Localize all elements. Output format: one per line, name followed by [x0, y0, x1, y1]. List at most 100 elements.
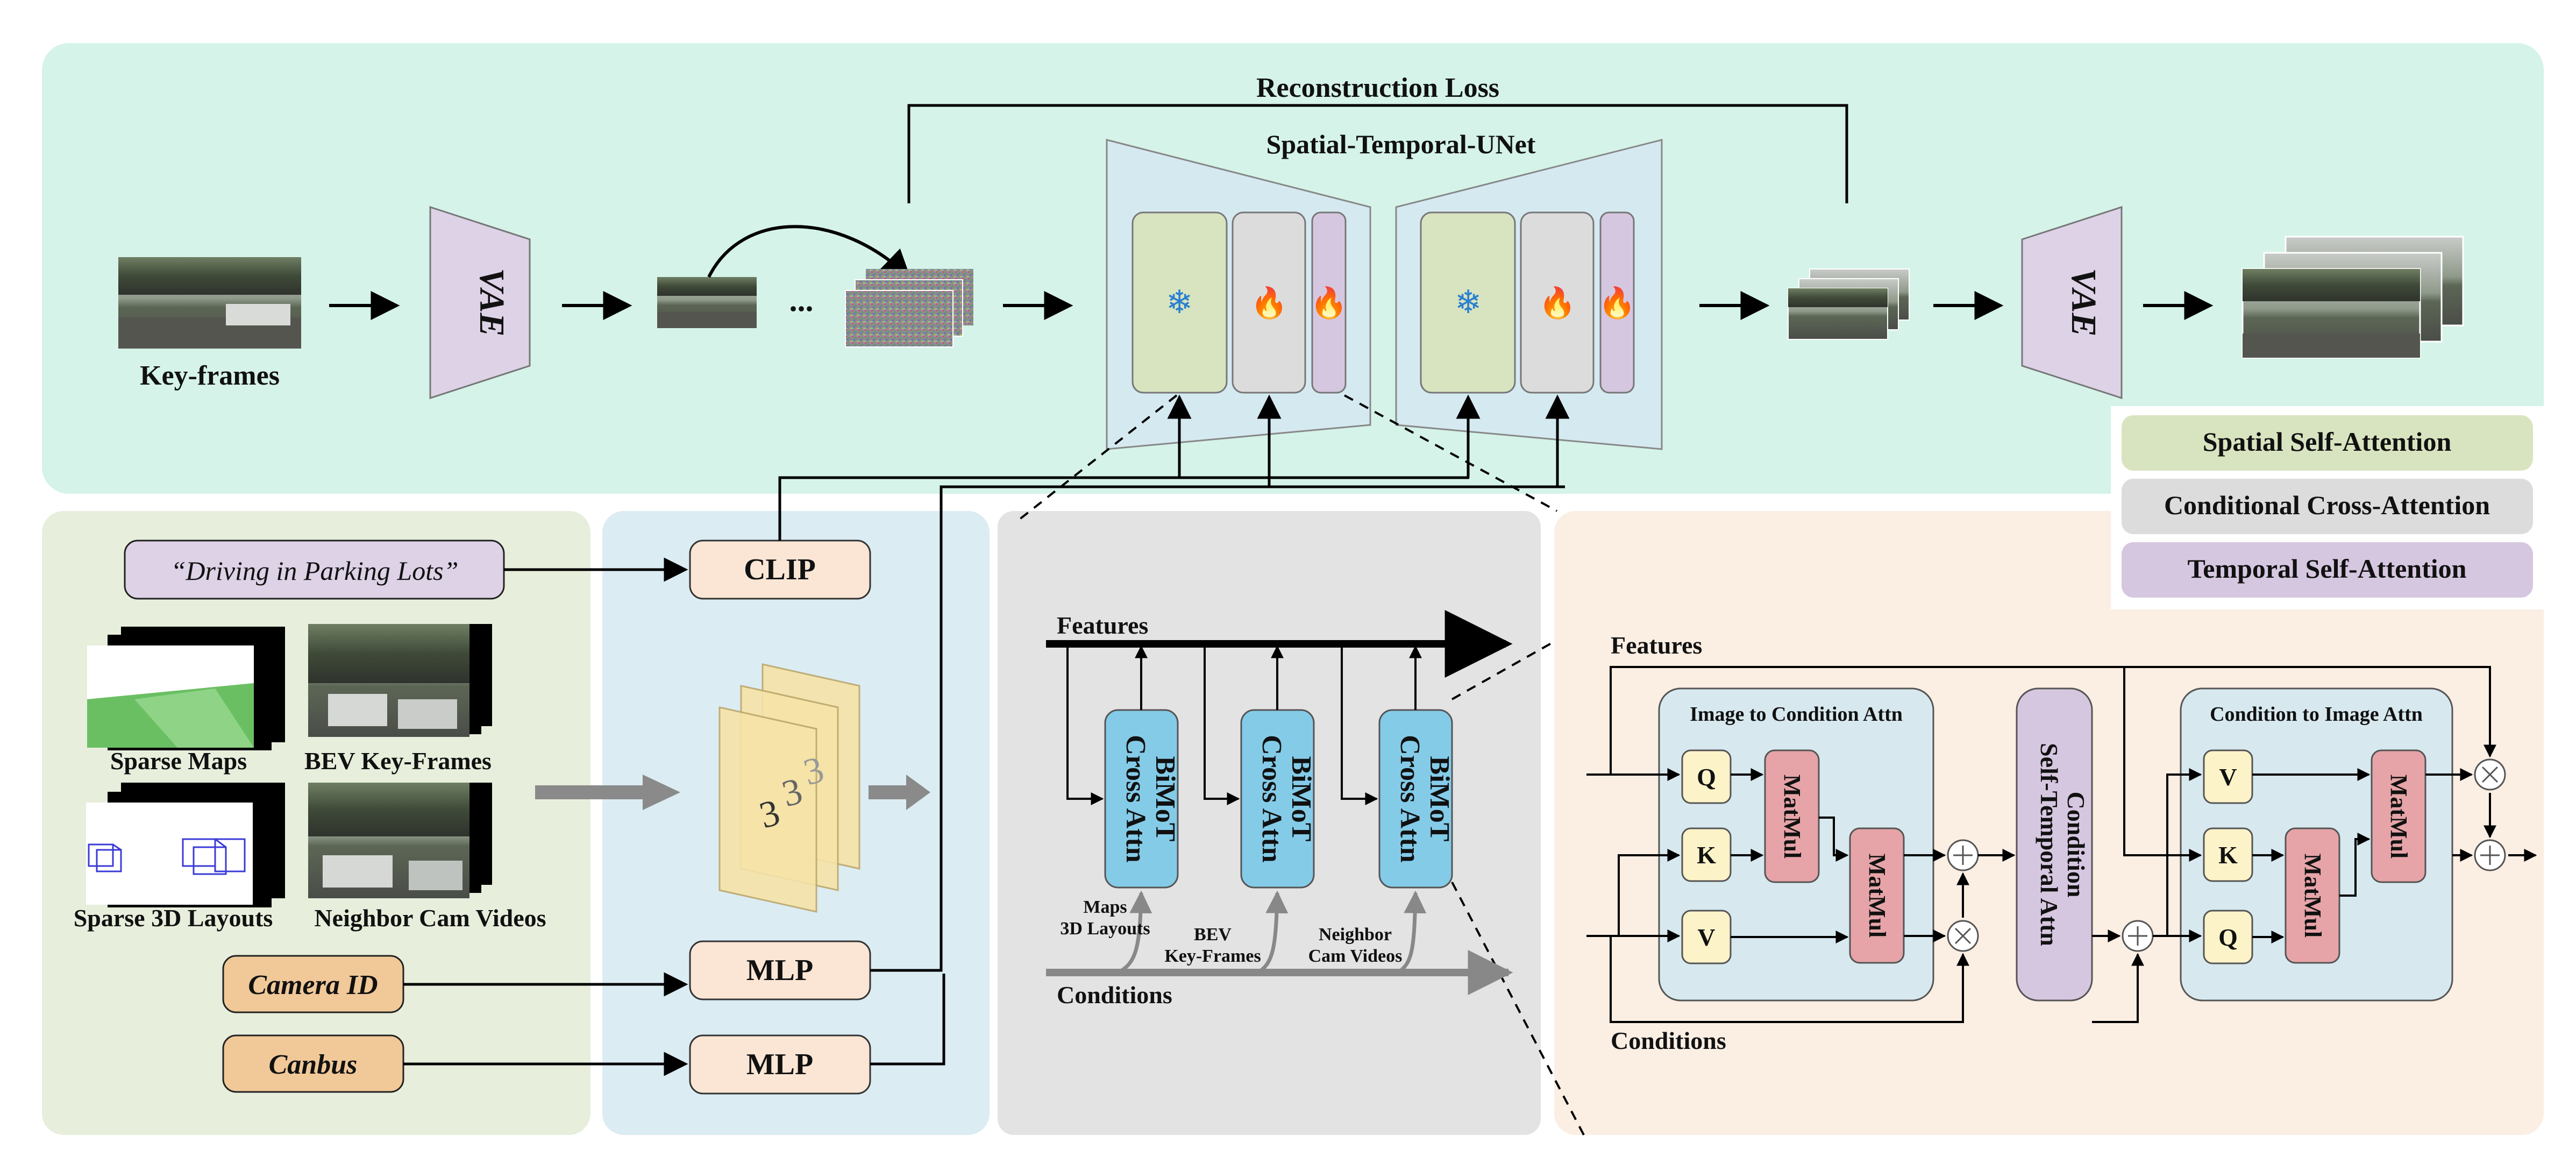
detail-conditions-label: Conditions [1611, 1027, 1726, 1054]
svg-text:BiMoT: BiMoT [1150, 756, 1180, 842]
svg-text:MatMul: MatMul [1864, 854, 1890, 938]
svg-text:Q: Q [2218, 924, 2238, 951]
bev-keyframes-image [308, 624, 492, 737]
encoder-to-unet-connectors [778, 476, 1565, 1066]
latent-image [657, 277, 757, 328]
snowflake-icon: ❄ [1455, 284, 1482, 320]
legend-spatial-label: Spatial Self-Attention [2203, 427, 2452, 457]
output-latent-stack [1788, 268, 1910, 340]
vae-decoder-label: VAE [2064, 268, 2103, 336]
detail-features-label: Features [1611, 631, 1702, 659]
reconstruction-loss-label: Reconstruction Loss [1256, 73, 1499, 103]
cond-neighbor-line2: Cam Videos [1308, 946, 1403, 966]
cond2img-title: Condition to Image Attn [2210, 703, 2423, 726]
unet-left-spatial-block [1132, 211, 1228, 394]
cond2img-matmul-2 [2371, 749, 2426, 883]
bimot-feature-connectors [1066, 644, 1422, 805]
detail-wiring [1586, 666, 2537, 1023]
mlp-canbus-label: MLP [746, 1048, 813, 1081]
sparse-3d-layouts-image [86, 783, 285, 907]
fire-icon: 🔥 [1598, 286, 1636, 320]
snowflake-icon: ❄ [1166, 284, 1193, 320]
cond-bev-line2: Key-Frames [1164, 946, 1261, 966]
bev-keyframes-label: BEV Key-Frames [304, 747, 492, 775]
noise-stack [845, 269, 973, 347]
cond-self-temporal-block [2016, 687, 2093, 1002]
text-prompt-label: “Driving in Parking Lots” [171, 556, 459, 586]
clip-label: CLIP [744, 553, 816, 586]
svg-text:MatMul: MatMul [1779, 775, 1805, 858]
svg-text:K: K [2218, 841, 2238, 869]
vae-encoder-label: VAE [472, 268, 511, 336]
canbus-label: Canbus [269, 1049, 358, 1080]
cond-maps-line1: Maps [1083, 897, 1127, 917]
svg-text:V: V [2219, 763, 2237, 791]
cond-neighbor-line1: Neighbor [1319, 925, 1392, 945]
gray-arrow-to-bimot [869, 775, 930, 810]
svg-text:Q: Q [1697, 763, 1716, 791]
vae-decoder [2021, 205, 2123, 400]
vae-encoder [429, 205, 531, 400]
svg-text:Cross Attn: Cross Attn [1256, 735, 1287, 862]
legend-temporal [2122, 542, 2533, 598]
fire-icon: 🔥 [1539, 286, 1576, 320]
op-plus-3 [2474, 839, 2506, 871]
op-times-2 [2474, 758, 2506, 791]
unet-title: Spatial-Temporal-UNet [1266, 129, 1536, 159]
bimot-block-3: BiMoT Cross Attn [1378, 709, 1455, 889]
svg-text:Cross Attn: Cross Attn [1120, 735, 1151, 862]
op-plus-1 [1947, 839, 1979, 871]
embedding-stack: 3 3 3 [718, 663, 860, 913]
fire-icon: 🔥 [1310, 286, 1348, 320]
unet-right-spatial-block [1420, 211, 1516, 394]
svg-text:Self-Temporal Attn: Self-Temporal Attn [2036, 743, 2063, 946]
svg-text:MatMul: MatMul [2300, 854, 2326, 938]
svg-text:K: K [1697, 841, 1716, 869]
svg-text:Condition: Condition [2062, 792, 2090, 898]
img2cond-matmul-1 [1764, 749, 1820, 883]
legend-conditional [2122, 479, 2533, 534]
unet-right-temporal-block [1599, 211, 1635, 394]
ellipsis: ... [789, 282, 814, 318]
unet-condition-arrows [1167, 394, 1570, 487]
op-times-1 [1947, 920, 1979, 952]
bimot-condition-connectors [1118, 890, 1427, 975]
unet-left-cross-block [1232, 211, 1306, 394]
op-plus-2 [2122, 920, 2154, 952]
svg-text:BiMoT: BiMoT [1424, 756, 1455, 842]
bimot-features-label: Features [1057, 612, 1148, 639]
sparse-maps-image [87, 627, 285, 750]
neighbor-cam-videos-label: Neighbor Cam Videos [314, 904, 546, 932]
sparse-maps-label: Sparse Maps [110, 747, 247, 775]
fire-icon: 🔥 [1250, 286, 1288, 320]
legend-temporal-label: Temporal Self-Attention [2188, 553, 2467, 584]
cond2img-v [2203, 749, 2253, 804]
svg-text:BiMoT: BiMoT [1286, 756, 1317, 842]
img2cond-title: Image to Condition Attn [1690, 703, 1903, 726]
svg-text:V: V [1697, 924, 1715, 951]
bimot-conditions-label: Conditions [1057, 981, 1172, 1009]
bimot-block-1: BiMoT Cross Attn [1104, 709, 1180, 889]
unet-right-cross-block [1520, 211, 1595, 394]
gray-arrow-to-encoder [535, 775, 680, 810]
unet-left-temporal-block [1311, 211, 1347, 394]
cond-maps-line2: 3D Layouts [1060, 919, 1150, 939]
legend-conditional-label: Conditional Cross-Attention [2164, 490, 2490, 520]
cond-bev-line1: BEV [1194, 925, 1232, 945]
neighbor-cam-videos-image [308, 783, 492, 898]
img2cond-q [1681, 749, 1732, 804]
svg-text:MatMul: MatMul [2386, 775, 2412, 858]
diffusion-arc-arrow [707, 225, 911, 279]
mlp-camera-label: MLP [746, 954, 813, 987]
keyframes-image [118, 257, 301, 349]
legend-spatial [2122, 415, 2533, 471]
keyframes-label: Key-frames [140, 360, 280, 391]
img2cond-matmul-2 [1849, 827, 1905, 964]
bimot-block-2: BiMoT Cross Attn [1240, 709, 1317, 889]
svg-text:Cross Attn: Cross Attn [1394, 735, 1425, 862]
sparse-3d-layouts-label: Sparse 3D Layouts [74, 904, 273, 932]
output-video-stack [2241, 236, 2464, 359]
reconstruction-loss-line [907, 104, 1848, 203]
camera-id-label: Camera ID [248, 970, 378, 1000]
